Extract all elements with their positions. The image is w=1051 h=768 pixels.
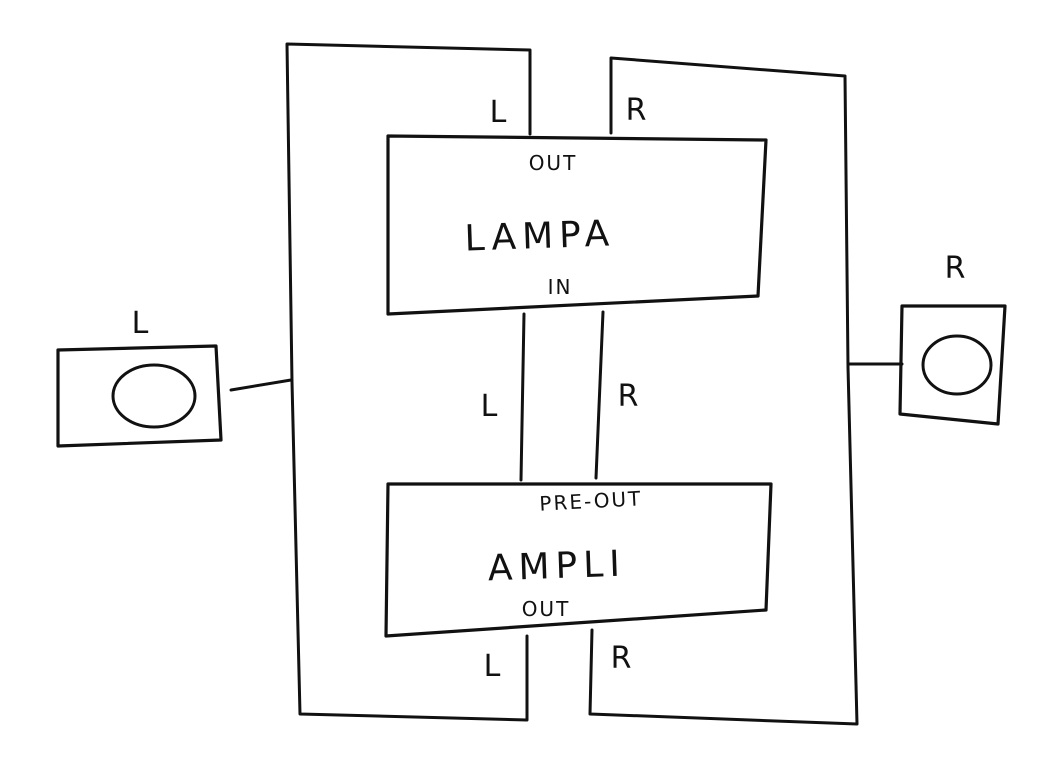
ampli-box bbox=[384, 482, 773, 638]
ampli-label: AMPLI bbox=[487, 544, 626, 590]
middle-left-wire bbox=[519, 312, 526, 482]
channel-label-top-left: L bbox=[490, 95, 507, 130]
lampa-port-top: OUT bbox=[529, 151, 578, 175]
lampa-label: LAMPA bbox=[464, 213, 616, 259]
left-speaker-cabinet bbox=[56, 344, 223, 448]
lampa-port-bottom: IN bbox=[548, 275, 573, 299]
left-speaker-label: L bbox=[132, 306, 149, 341]
speaker-icon bbox=[921, 334, 993, 396]
channel-label-bottom-right: R bbox=[611, 641, 632, 676]
channel-label-top-right: R bbox=[626, 93, 647, 128]
channel-label-middle-left: L bbox=[481, 389, 498, 424]
left-speaker: L bbox=[56, 306, 223, 448]
right-outer-wire bbox=[588, 56, 859, 726]
ampli-unit: PRE-OUT AMPLI OUT bbox=[384, 482, 773, 638]
left-speaker-wire bbox=[229, 378, 293, 392]
right-speaker-label: R bbox=[945, 251, 966, 286]
lampa-unit: OUT LAMPA IN bbox=[386, 134, 768, 316]
middle-right-wire bbox=[594, 310, 605, 480]
right-speaker-cabinet bbox=[898, 304, 1007, 426]
ampli-port-bottom: OUT bbox=[522, 597, 571, 621]
speaker-icon bbox=[111, 363, 197, 429]
channel-label-bottom-left: L bbox=[484, 649, 501, 684]
channel-label-middle-right: R bbox=[618, 379, 639, 414]
right-speaker: R bbox=[898, 251, 1007, 426]
ampli-port-top: PRE-OUT bbox=[539, 486, 643, 515]
lampa-box bbox=[386, 134, 768, 316]
left-outer-wire bbox=[285, 42, 532, 722]
